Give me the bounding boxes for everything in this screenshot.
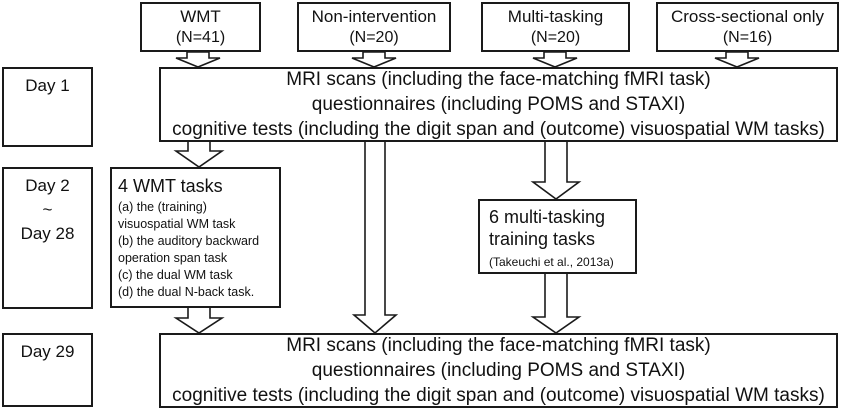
wmt-task-item: (a) the (training) [118,200,207,214]
wmt-task-item: (c) the dual WM task [118,268,233,282]
group-count: (N=20) [530,28,581,46]
day2-28-label-box: Day 2 ~ Day 28 [2,167,93,309]
arrow-nonint-to-day29 [351,140,399,335]
arrow-wmt-to-day1 [175,51,221,68]
group-count: (N=20) [349,28,399,46]
day29-label: Day 29 [20,342,75,361]
arrow-multitask-tasks-to-day29 [530,272,582,334]
arrow-wmt-tasks-to-day29 [173,306,225,334]
wmt-task-item: visuospatial WM task [118,217,236,231]
day28-label: Day 28 [20,224,75,243]
wmt-task-item: (b) the auditory backward [118,234,260,248]
group-box-wmt: WMT (N=41) [140,2,261,52]
group-name: Multi-tasking [507,6,604,26]
group-name: Cross-sectional only [670,6,825,26]
group-name: Non-intervention [311,6,437,26]
day29-label-box: Day 29 [2,333,93,407]
multitasking-title-line2: training tasks [489,229,596,249]
group-count: (N=16) [722,28,773,46]
day1-label-box: Day 1 [2,67,93,147]
arrow-nonint-to-day1 [351,51,397,68]
group-box-non-intervention: Non-intervention (N=20) [297,2,451,52]
group-name: WMT [180,6,221,26]
assessment-line-mri: MRI scans (including the face-matching f… [286,335,711,356]
group-box-cross-sectional: Cross-sectional only (N=16) [656,2,839,52]
wmt-tasks-box: 4 WMT tasks (a) the (training) visuospat… [110,167,281,308]
wmt-tasks-title: 4 WMT tasks [118,176,223,196]
assessment-line-questionnaires: questionnaires (including POMS and STAXI… [311,360,686,381]
arrow-crosssec-to-day1 [714,51,760,68]
wmt-task-item: (d) the dual N-back task. [118,285,255,299]
arrow-day1-to-multitask-tasks [530,140,582,200]
multitasking-tasks-box: 6 multi-tasking training tasks (Takeuchi… [478,199,637,274]
arrow-day1-to-wmt-tasks [173,140,225,168]
day1-label: Day 1 [25,76,70,95]
assessment-line-mri: MRI scans (including the face-matching f… [286,69,711,90]
day2-label: Day 2 [25,176,70,195]
assessment-box-day29: MRI scans (including the face-matching f… [159,333,838,408]
tilde-label: ~ [42,200,53,219]
arrow-multitask-to-day1 [532,51,578,68]
assessment-box-day1: MRI scans (including the face-matching f… [159,67,838,142]
assessment-line-questionnaires: questionnaires (including POMS and STAXI… [311,94,686,115]
wmt-task-item: operation span task [118,251,228,265]
group-box-multi-tasking: Multi-tasking (N=20) [481,2,630,52]
group-count: (N=41) [175,28,226,46]
multitasking-title-line1: 6 multi-tasking [489,207,606,227]
multitasking-citation: (Takeuchi et al., 2013a) [489,255,614,269]
assessment-line-cognitive: cognitive tests (including the digit spa… [172,385,825,406]
assessment-line-cognitive: cognitive tests (including the digit spa… [172,119,825,140]
